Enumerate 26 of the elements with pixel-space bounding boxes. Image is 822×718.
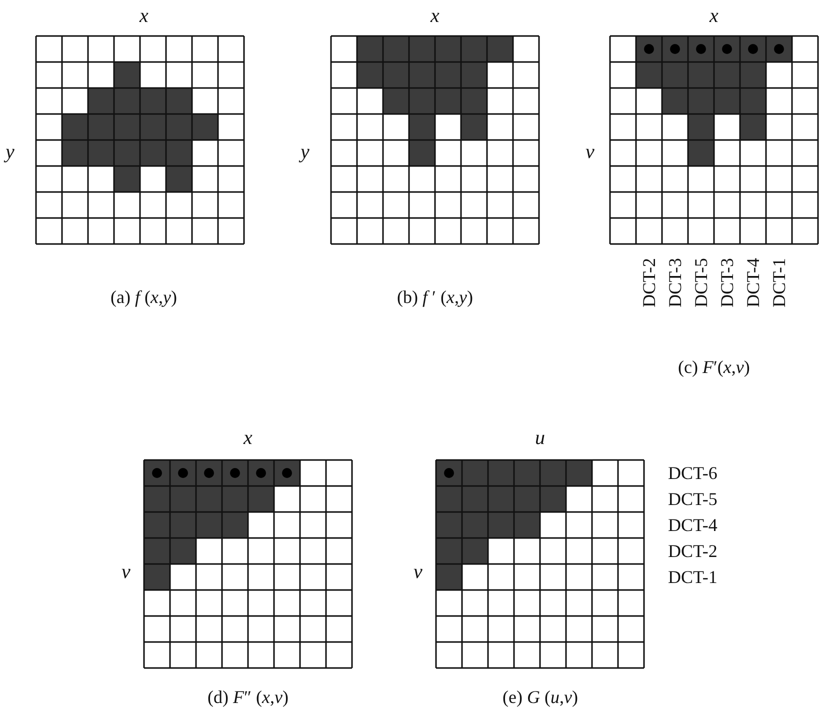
transform-label: DCT-2 — [668, 542, 718, 560]
axis-label: x — [140, 6, 148, 26]
axis-label: x — [244, 428, 252, 448]
transform-label: DCT-1 — [770, 258, 788, 308]
axis-label: u — [535, 428, 545, 448]
transform-label: DCT-2 — [640, 258, 658, 308]
panel-caption: (e) G (u,v) — [502, 688, 578, 706]
panel-caption: (b) f ′ (x,y) — [397, 288, 473, 306]
transform-label: DCT-3 — [666, 258, 684, 308]
axis-label: y — [300, 142, 310, 162]
transform-label: DCT-5 — [692, 258, 710, 308]
axis-label: v — [122, 562, 130, 582]
panel-caption: (d) F″ (x,v) — [208, 688, 288, 706]
axis-label: y — [6, 142, 14, 162]
transform-label: DCT-6 — [668, 464, 718, 482]
transform-label: DCT-4 — [668, 516, 718, 534]
axis-label: x — [710, 6, 718, 26]
transform-label: DCT-1 — [668, 568, 718, 586]
axis-label: v — [586, 142, 594, 162]
transform-label: DCT-4 — [744, 258, 762, 308]
transform-label: DCT-5 — [668, 490, 718, 508]
panel-caption: (a) f (x,y) — [110, 288, 177, 306]
transform-label: DCT-3 — [718, 258, 736, 308]
axis-label: x — [430, 6, 440, 26]
panel-caption: (c) F′(x,v) — [678, 358, 750, 376]
axis-label: v — [414, 562, 422, 582]
